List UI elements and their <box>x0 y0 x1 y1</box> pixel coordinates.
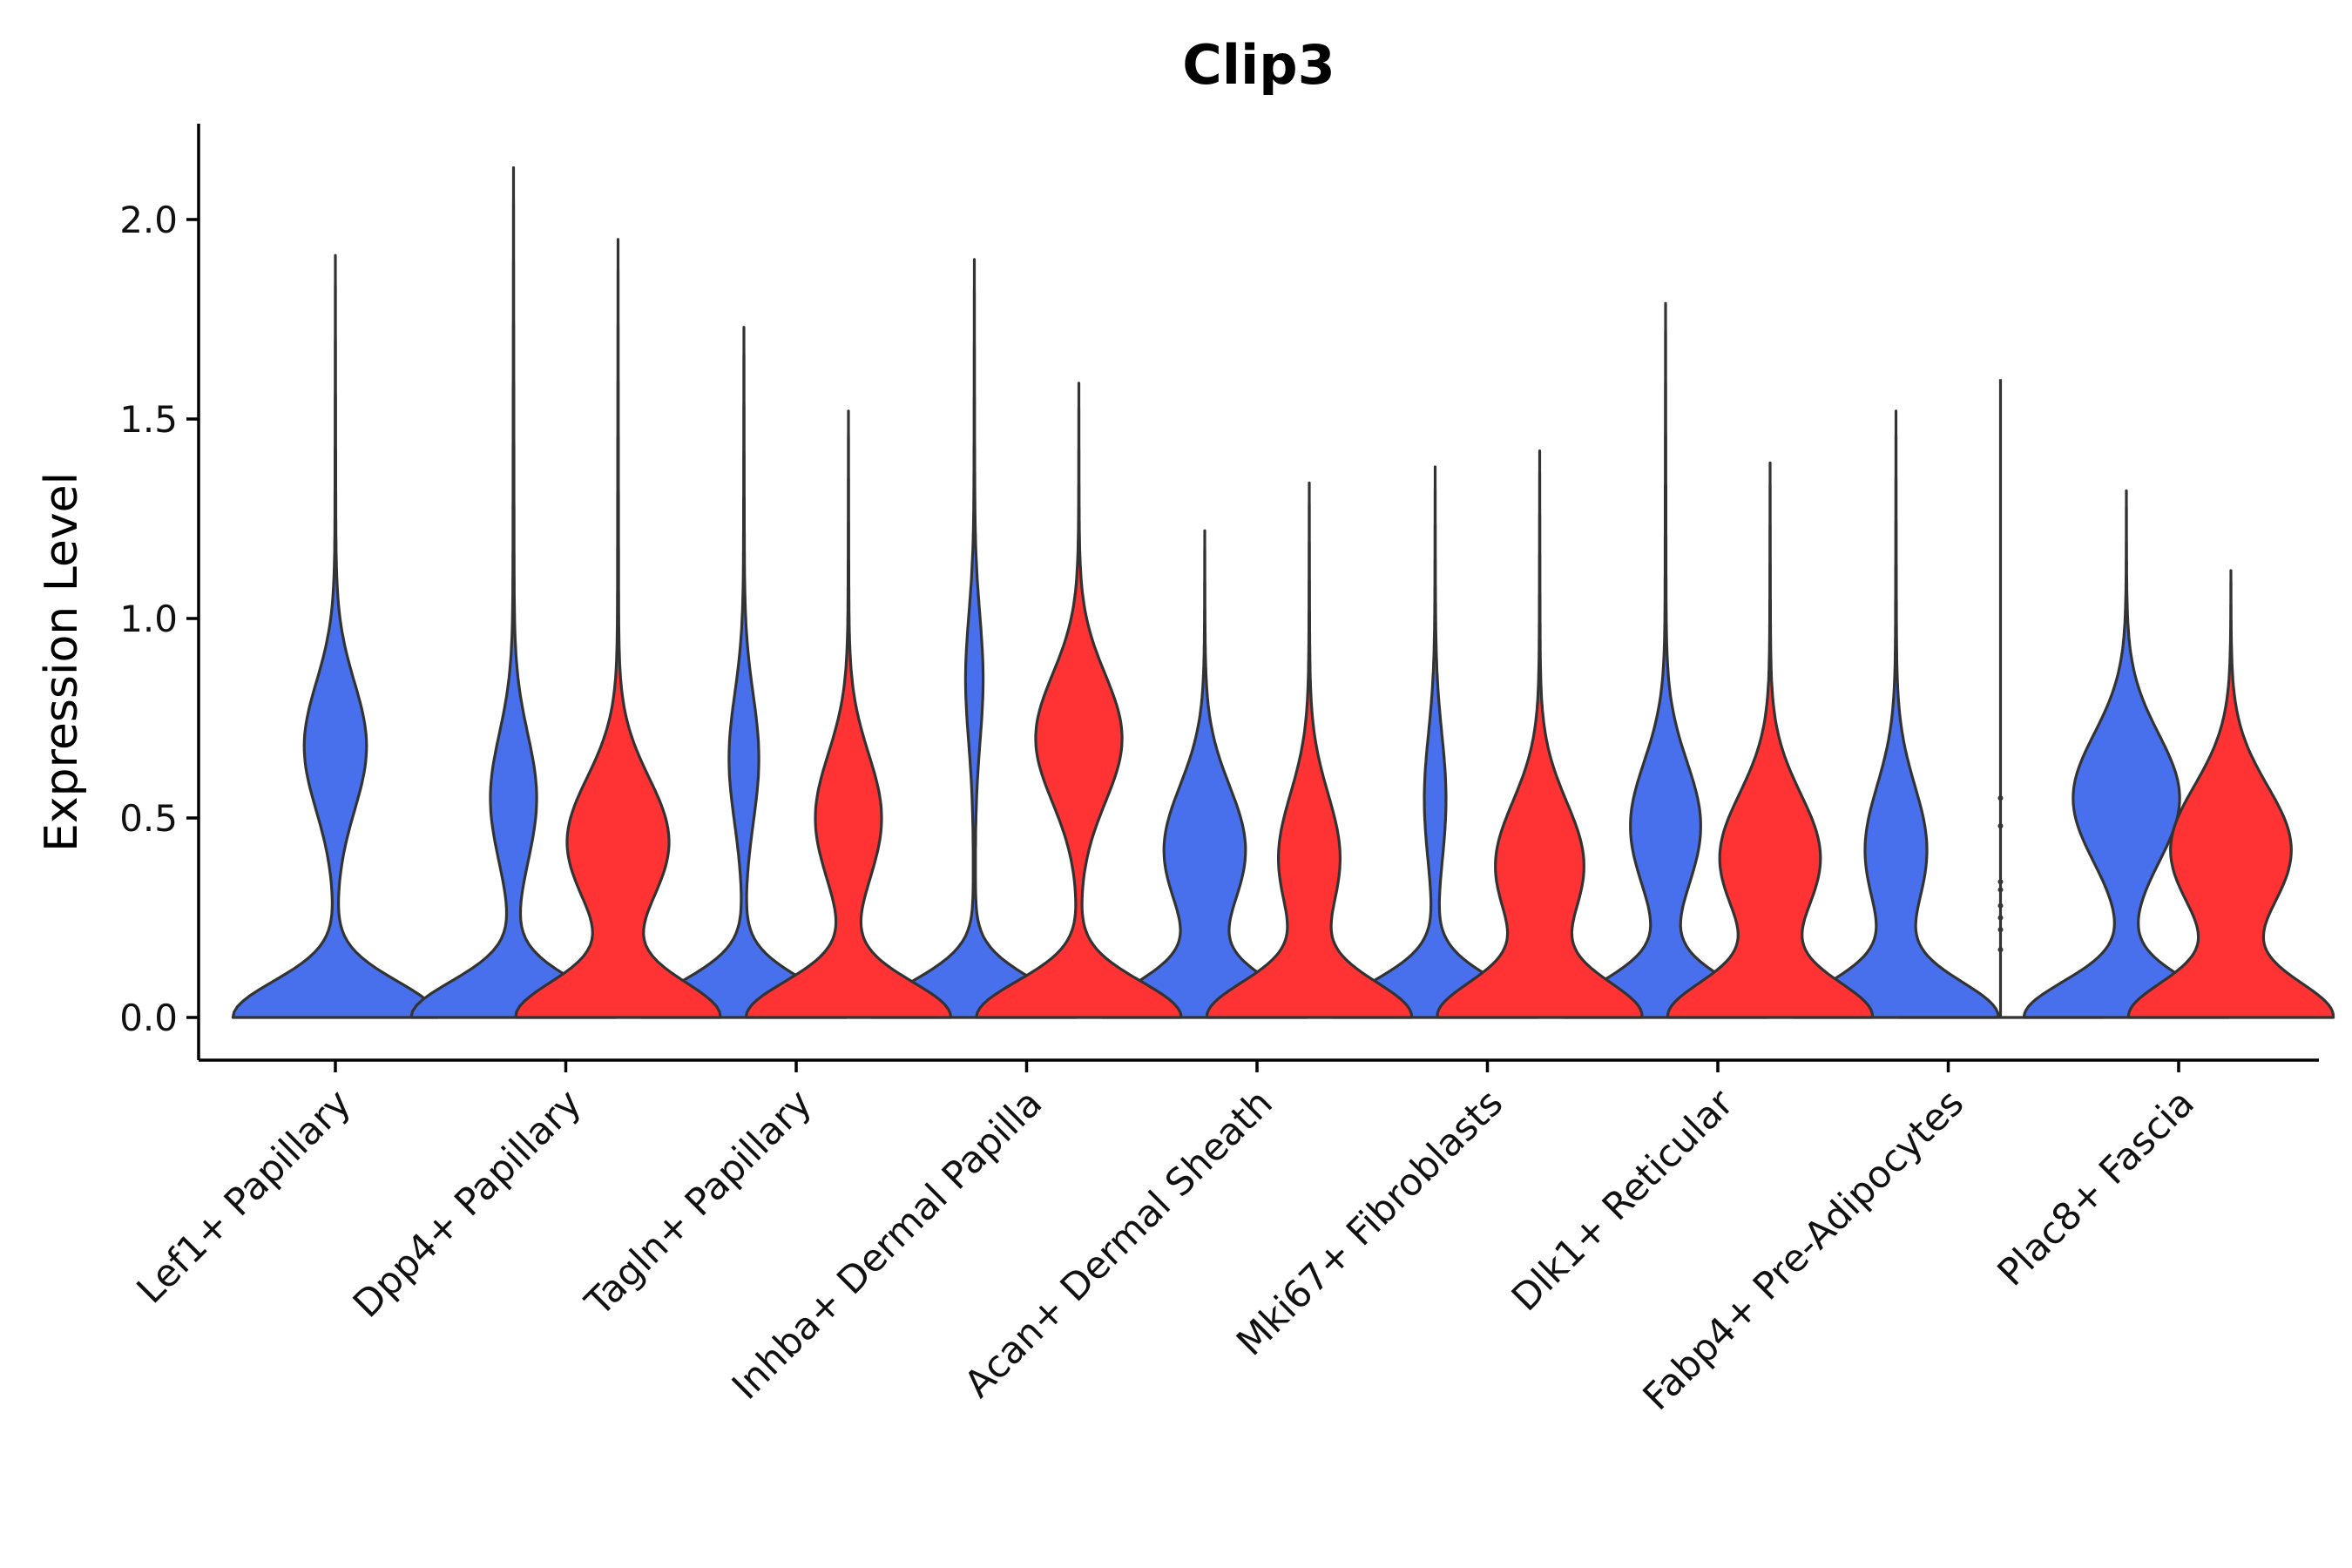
violin-shape <box>514 238 722 1019</box>
x-tick-label: Dpp4+ Papillary <box>345 1081 590 1326</box>
violin-shape <box>409 166 618 1019</box>
violin-shape <box>1205 481 1414 1019</box>
outlier-point <box>1997 879 2004 885</box>
outlier-point <box>1997 823 2004 829</box>
chart-title: Clip3 <box>1182 33 1335 97</box>
violin-shape <box>639 326 848 1019</box>
violin-shape <box>1561 301 1770 1019</box>
outlier-point <box>1997 927 2004 933</box>
outlier-point <box>1997 915 2004 921</box>
outlier-point <box>1997 902 2004 909</box>
violin-shape <box>2126 569 2335 1019</box>
violin-shape <box>1100 529 1309 1019</box>
outlier-point <box>1997 887 2004 893</box>
y-tick-label: 0.0 <box>119 997 178 1039</box>
x-tick-label: Lef1+ Papillary <box>129 1081 360 1312</box>
y-tick-label: 2.0 <box>119 199 178 241</box>
x-tick-label: Tagln+ Papillary <box>577 1081 821 1325</box>
y-tick-label: 1.0 <box>119 598 178 640</box>
x-tick-label: Dlk1+ Reticular <box>1504 1081 1742 1320</box>
outlier-point <box>1997 947 2004 953</box>
violin-shape <box>744 409 953 1019</box>
violin-shape <box>1436 449 1644 1019</box>
violin-shape <box>1331 465 1539 1019</box>
plot-area <box>231 166 2335 1019</box>
x-tick-label: Mki67+ Fibroblasts <box>1228 1081 1511 1364</box>
violin-shape <box>870 258 1078 1019</box>
violin-shape <box>1792 409 2000 1019</box>
y-tick-label: 1.5 <box>119 398 178 441</box>
y-tick-label: 0.5 <box>119 797 178 840</box>
violin-shape <box>231 253 440 1019</box>
y-axis-label: Expression Level <box>36 472 88 852</box>
violin-shape <box>2022 489 2231 1019</box>
outlier-point <box>1997 795 2004 801</box>
violin-shape <box>1666 461 1875 1019</box>
x-tick-label: Plac8+ Fascia <box>1990 1081 2203 1294</box>
violin-shape <box>975 382 1183 1019</box>
